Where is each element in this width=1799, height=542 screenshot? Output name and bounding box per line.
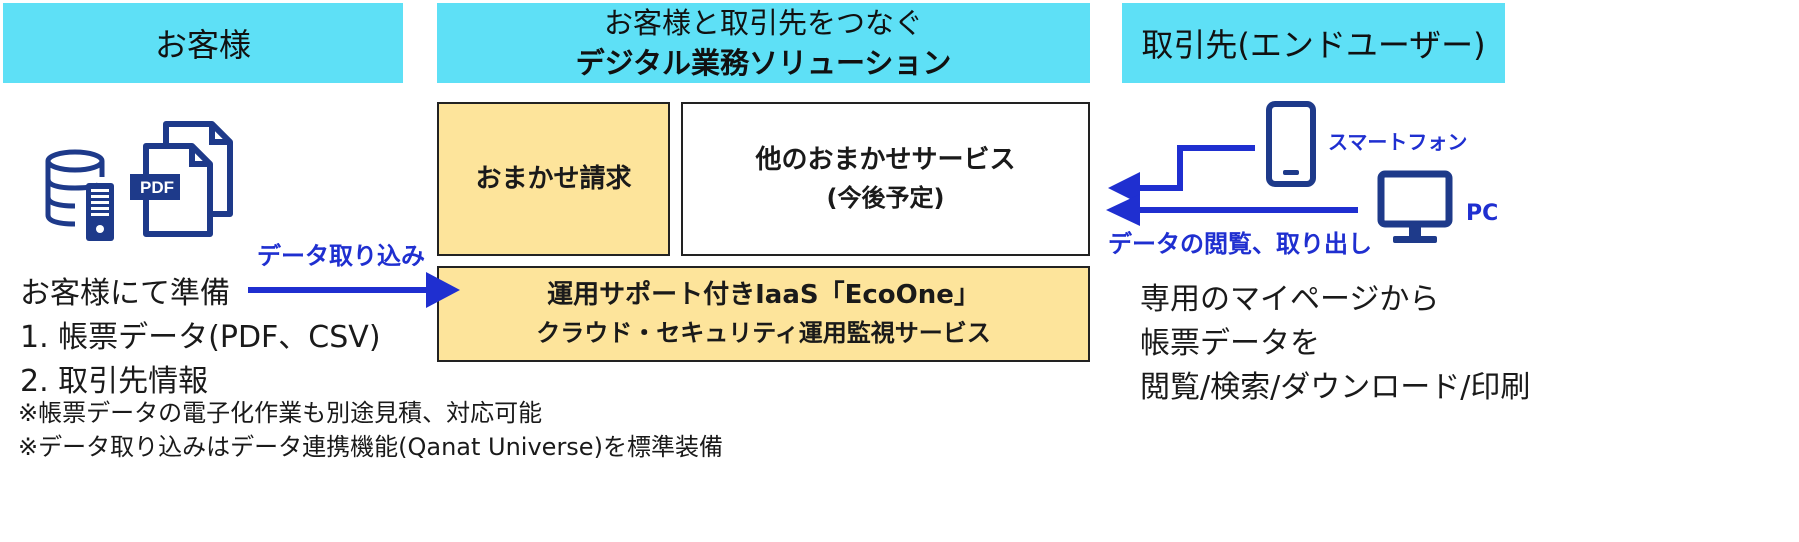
other-services-line1: 他のおまかせサービス [755,145,1016,175]
other-services-line2: (今後予定) [826,184,945,212]
iaas-line2: クラウド・セキュリティ運用監視サービス [536,319,991,347]
header-customer: お客様 [3,3,403,83]
prep-line-1: お客様にて準備 [20,276,230,311]
omakase-billing-box: おまかせ請求 [437,102,670,256]
header-solution: お客様と取引先をつなぐ デジタル業務ソリューション [437,3,1090,83]
prep-line-2: 1. 帳票データ(PDF、CSV) [20,320,381,355]
note-1: ※帳票データの電子化作業も別途見積、対応可能 [18,399,543,427]
omakase-billing-label: おまかせ請求 [475,164,632,194]
partner-desc-line-3: 閲覧/検索/ダウンロード/印刷 [1140,370,1531,405]
header-solution-line1: お客様と取引先をつなぐ [603,6,923,40]
data-import-arrow [248,272,460,308]
smartphone-label: スマートフォン [1328,130,1468,154]
header-solution-line2: デジタル業務ソリューション [575,46,952,80]
iaas-box: 運用サポート付きIaaS「EcoOne」 クラウド・セキュリティ運用監視サービス [437,266,1090,362]
data-import-label: データ取り込み [257,242,425,270]
device-access-arrows [1106,145,1358,226]
documents-icon [130,121,233,237]
data-view-label: データの閲覧、取り出し [1108,230,1372,258]
pc-monitor-icon [1377,170,1453,243]
header-customer-label: お客様 [154,26,251,64]
partner-desc-text: 専用のマイページから 帳票データを 閲覧/検索/ダウンロード/印刷 [1140,278,1530,410]
customer-prep-text: お客様にて準備 1. 帳票データ(PDF、CSV) 2. 取引先情報 [20,272,381,404]
database-icon [45,149,114,241]
pc-label: PC [1466,201,1499,226]
partner-desc-line-2: 帳票データを [1140,326,1320,361]
notes: ※帳票データの電子化作業も別途見積、対応可能 ※データ取り込みはデータ連携機能(… [18,396,723,464]
smartphone-icon [1266,101,1316,187]
header-partner-label: 取引先(エンドユーザー) [1141,26,1486,64]
other-services-box: 他のおまかせサービス (今後予定) [681,102,1090,256]
header-partner: 取引先(エンドユーザー) [1122,3,1505,83]
iaas-line1: 運用サポート付きIaaS「EcoOne」 [547,280,980,310]
prep-line-3: 2. 取引先情報 [20,364,209,399]
note-2: ※データ取り込みはデータ連携機能(Qanat Universe)を標準装備 [18,433,723,461]
partner-desc-line-1: 専用のマイページから [1140,282,1440,317]
pdf-icon-label: PDF [140,178,174,197]
